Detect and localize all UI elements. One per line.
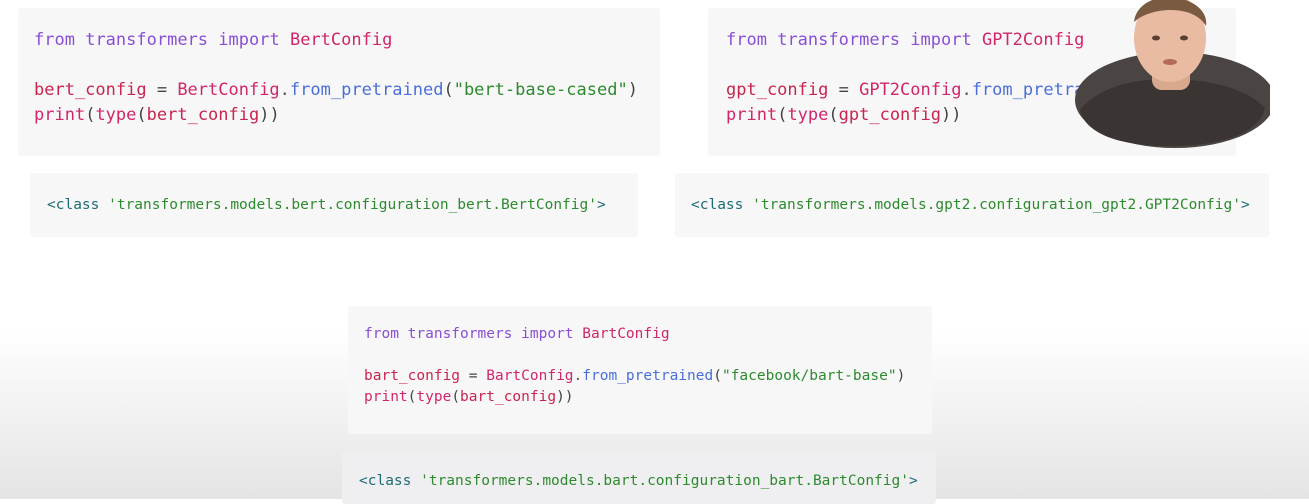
code-line-assign: bert_config = BertConfig.from_pretrained… xyxy=(34,78,644,103)
class-name: BertConfig xyxy=(289,30,393,50)
dot-operator: . xyxy=(573,368,583,384)
open-paren: ( xyxy=(85,105,96,125)
code-line-import: from transformers import BartConfig xyxy=(364,324,916,345)
module-name: transformers xyxy=(407,326,513,342)
output-string: 'transformers.models.bart.configuration_… xyxy=(420,473,909,489)
open-paren: ( xyxy=(777,105,788,125)
blank-line xyxy=(34,53,644,78)
output-suffix: > xyxy=(1240,197,1250,213)
variable-name: bart_config xyxy=(364,368,461,384)
output-block-gpt2: <class 'transformers.models.gpt2.configu… xyxy=(675,173,1269,237)
open-paren: ( xyxy=(443,80,454,100)
keyword-import: import xyxy=(218,30,280,50)
close-paren: ) xyxy=(896,368,906,384)
keyword-import: import xyxy=(910,30,972,50)
output-prefix: <class xyxy=(359,473,421,489)
output-prefix: <class xyxy=(691,197,753,213)
variable-name: bart_config xyxy=(460,389,557,405)
output-string: 'transformers.models.gpt2.configuration_… xyxy=(752,197,1241,213)
open-paren: ( xyxy=(828,105,839,125)
module-name: transformers xyxy=(777,30,901,50)
blank-line xyxy=(364,345,916,366)
output-block-bart: <class 'transformers.models.bart.configu… xyxy=(342,452,936,504)
class-name: GPT2Config xyxy=(981,30,1085,50)
output-string: 'transformers.models.bert.configuration_… xyxy=(108,197,597,213)
code-line-assign: gpt_config = GPT2Config.from_pretrai xyxy=(726,78,1218,103)
module-name: transformers xyxy=(85,30,209,50)
close-paren: )) xyxy=(556,389,574,405)
dot-operator: . xyxy=(279,80,290,100)
code-line-print: print(type(bert_config)) xyxy=(34,103,644,128)
close-paren: ) xyxy=(627,80,638,100)
output-block-bert: <class 'transformers.models.bert.configu… xyxy=(30,173,638,237)
function-print: print xyxy=(34,105,86,125)
class-name: BartConfig xyxy=(582,326,670,342)
open-paren: ( xyxy=(713,368,722,384)
output-suffix: > xyxy=(908,473,918,489)
output-line: <class 'transformers.models.bert.configu… xyxy=(47,193,621,217)
string-literal: "bert-base-cased" xyxy=(453,80,628,100)
code-line-import: from transformers import GPT2Config xyxy=(726,28,1218,53)
code-block-bert: from transformers import BertConfig bert… xyxy=(18,8,660,156)
method-name: from_pretrai xyxy=(971,80,1095,100)
open-paren: ( xyxy=(407,389,417,405)
method-name: from_pretrained xyxy=(582,368,714,384)
output-line: <class 'transformers.models.bart.configu… xyxy=(359,471,919,491)
output-line: <class 'transformers.models.gpt2.configu… xyxy=(691,193,1253,217)
function-print: print xyxy=(364,389,408,405)
open-paren: ( xyxy=(136,105,147,125)
assign-operator: = xyxy=(146,80,178,100)
output-prefix: <class xyxy=(47,197,109,213)
presenter-webcam-icon xyxy=(1070,0,1270,148)
close-paren: )) xyxy=(941,105,962,125)
function-type: type xyxy=(416,389,452,405)
string-literal: "facebook/bart-base" xyxy=(721,368,897,384)
method-name: from_pretrained xyxy=(289,80,444,100)
keyword-from: from xyxy=(364,326,399,342)
close-paren: )) xyxy=(259,105,280,125)
dot-operator: . xyxy=(961,80,972,100)
keyword-from: from xyxy=(726,30,767,50)
keyword-import: import xyxy=(521,326,574,342)
code-line-print: print(type(bart_config)) xyxy=(364,387,916,408)
presenter-figure-icon xyxy=(1075,0,1270,148)
open-paren: ( xyxy=(451,389,461,405)
keyword-from: from xyxy=(34,30,75,50)
variable-name: gpt_config xyxy=(838,105,941,125)
variable-name: bert_config xyxy=(146,105,260,125)
code-block-bart: from transformers import BartConfig bart… xyxy=(348,306,932,434)
class-name: GPT2Config xyxy=(859,80,962,100)
code-line-assign: bart_config = BartConfig.from_pretrained… xyxy=(364,366,916,387)
function-type: type xyxy=(787,105,829,125)
function-type: type xyxy=(95,105,137,125)
output-suffix: > xyxy=(596,197,606,213)
assign-operator: = xyxy=(460,368,487,384)
function-print: print xyxy=(726,105,778,125)
class-name: BartConfig xyxy=(486,368,574,384)
code-line-import: from transformers import BertConfig xyxy=(34,28,644,53)
variable-name: gpt_config xyxy=(726,80,829,100)
code-line-print: print(type(gpt_config)) xyxy=(726,103,1218,128)
assign-operator: = xyxy=(828,80,860,100)
class-name: BertConfig xyxy=(177,80,280,100)
variable-name: bert_config xyxy=(34,80,147,100)
